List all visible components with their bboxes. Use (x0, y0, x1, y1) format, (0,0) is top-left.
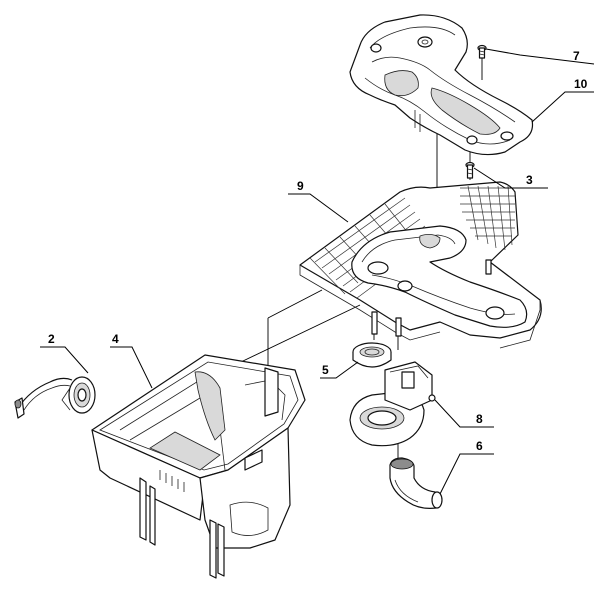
screw-icon (465, 161, 475, 179)
intake-adapter-icon (349, 361, 436, 447)
callout-10: 10 (574, 77, 588, 91)
callout-5: 5 (322, 363, 329, 377)
callout-8: 8 (476, 412, 483, 426)
callout-2: 2 (48, 332, 55, 346)
leader-line-6 (439, 453, 494, 495)
leader-line-2 (40, 346, 89, 374)
leader-line-7 (485, 48, 595, 65)
leader-line-8 (434, 399, 494, 428)
leader-line-3 (473, 167, 548, 189)
hose-clip-icon (14, 376, 96, 419)
callout-4: 4 (112, 332, 119, 346)
elbow-duct-icon (389, 457, 443, 509)
leader-line-5 (320, 361, 359, 379)
leader-line-9 (288, 193, 349, 223)
callout-numbers: 7 10 3 9 2 4 5 8 6 (48, 49, 588, 453)
callout-3: 3 (526, 173, 533, 187)
leader-lines (40, 48, 595, 495)
leader-line-4 (110, 346, 153, 389)
callout-6: 6 (476, 439, 483, 453)
leader-line-10 (531, 91, 594, 123)
filter-grid-plate-icon (299, 181, 542, 349)
axis-line-housing-left-upper (267, 289, 323, 319)
callout-7: 7 (573, 49, 580, 63)
lower-housing-icon (91, 354, 306, 579)
screw-icon (477, 44, 487, 59)
sealing-ring-icon (352, 342, 392, 368)
upper-cover-icon (349, 14, 534, 156)
callout-9: 9 (297, 179, 304, 193)
